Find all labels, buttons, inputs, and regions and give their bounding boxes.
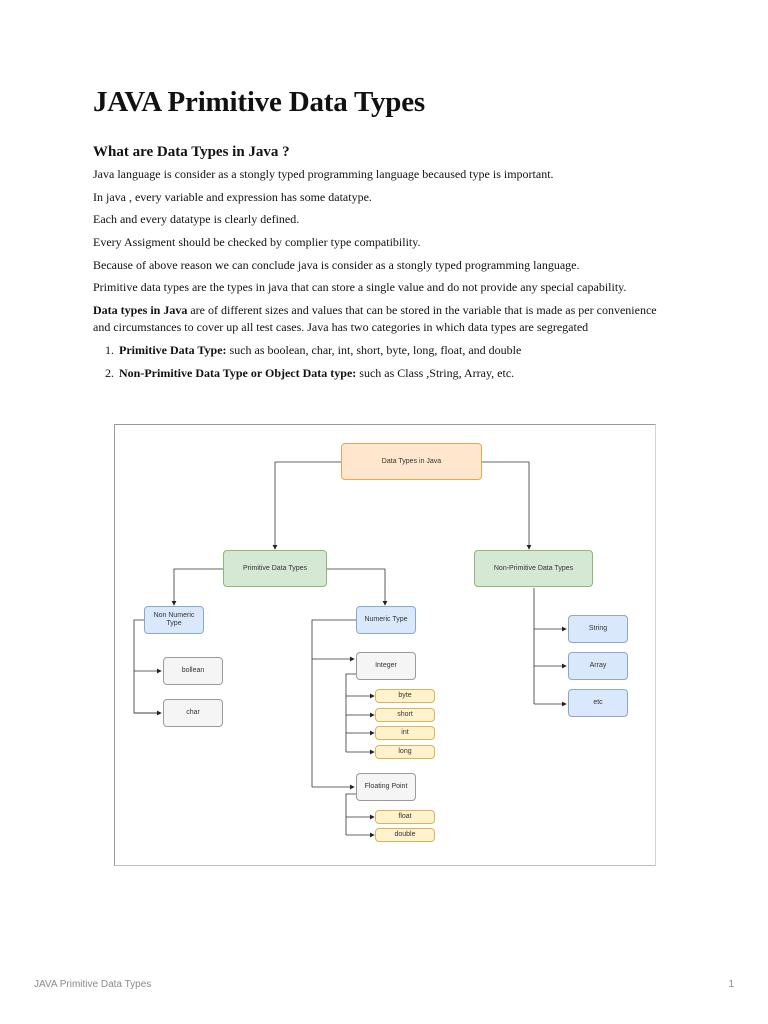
node-etc: etc bbox=[568, 689, 628, 717]
list-item: 1. Primitive Data Type: such as boolean,… bbox=[93, 342, 653, 359]
node-floating-point: Floating Point bbox=[356, 773, 416, 801]
section-heading: What are Data Types in Java ? bbox=[93, 144, 290, 160]
node-array: Array bbox=[568, 652, 628, 680]
node-integer: Integer bbox=[356, 652, 416, 680]
node-string: String bbox=[568, 615, 628, 643]
node-numeric-type: Numeric Type bbox=[356, 606, 416, 634]
list-number: 2. bbox=[105, 366, 114, 380]
paragraph: Java language is consider as a stongly t… bbox=[93, 167, 554, 181]
node-double: double bbox=[375, 828, 435, 842]
intro-bold-text: Data types in Java bbox=[93, 303, 188, 317]
node-boolean: bollean bbox=[163, 657, 223, 685]
page-title: JAVA Primitive Data Types bbox=[93, 86, 425, 118]
list-item: 2. Non-Primitive Data Type or Object Dat… bbox=[93, 365, 653, 382]
list-item-bold: Primitive Data Type: bbox=[119, 343, 227, 357]
data-types-diagram: Data Types in Java Primitive Data Types … bbox=[114, 424, 656, 866]
node-char: char bbox=[163, 699, 223, 727]
diagram-connectors bbox=[133, 461, 567, 838]
paragraph: In java , every variable and expression … bbox=[93, 190, 372, 204]
list-item-text: such as boolean, char, int, short, byte,… bbox=[226, 343, 522, 357]
list-item-bold: Non-Primitive Data Type or Object Data t… bbox=[119, 366, 357, 380]
intro-text: are of different sizes and values that c… bbox=[93, 303, 657, 334]
node-byte: byte bbox=[375, 689, 435, 703]
node-data-types-in-java: Data Types in Java bbox=[341, 443, 482, 480]
list-item-text: such as Class ,String, Array, etc. bbox=[356, 366, 515, 380]
list-number: 1. bbox=[105, 343, 114, 357]
node-long: long bbox=[375, 745, 435, 759]
paragraph: Primitive data types are the types in ja… bbox=[93, 280, 627, 294]
intro-paragraph: Data types in Java are of different size… bbox=[93, 302, 673, 336]
node-non-numeric-type: Non Numeric Type bbox=[144, 606, 204, 634]
footer-page-number: 1 bbox=[728, 979, 734, 990]
footer-document-title: JAVA Primitive Data Types bbox=[34, 979, 152, 990]
paragraph: Every Assigment should be checked by com… bbox=[93, 235, 421, 249]
node-int: int bbox=[375, 726, 435, 740]
node-short: short bbox=[375, 708, 435, 722]
node-primitive-data-types: Primitive Data Types bbox=[223, 550, 327, 587]
data-type-categories-list: 1. Primitive Data Type: such as boolean,… bbox=[93, 342, 653, 388]
paragraph: Because of above reason we can conclude … bbox=[93, 258, 580, 272]
node-float: float bbox=[375, 810, 435, 824]
node-non-primitive-data-types: Non-Primitive Data Types bbox=[474, 550, 593, 587]
paragraph: Each and every datatype is clearly defin… bbox=[93, 212, 300, 226]
